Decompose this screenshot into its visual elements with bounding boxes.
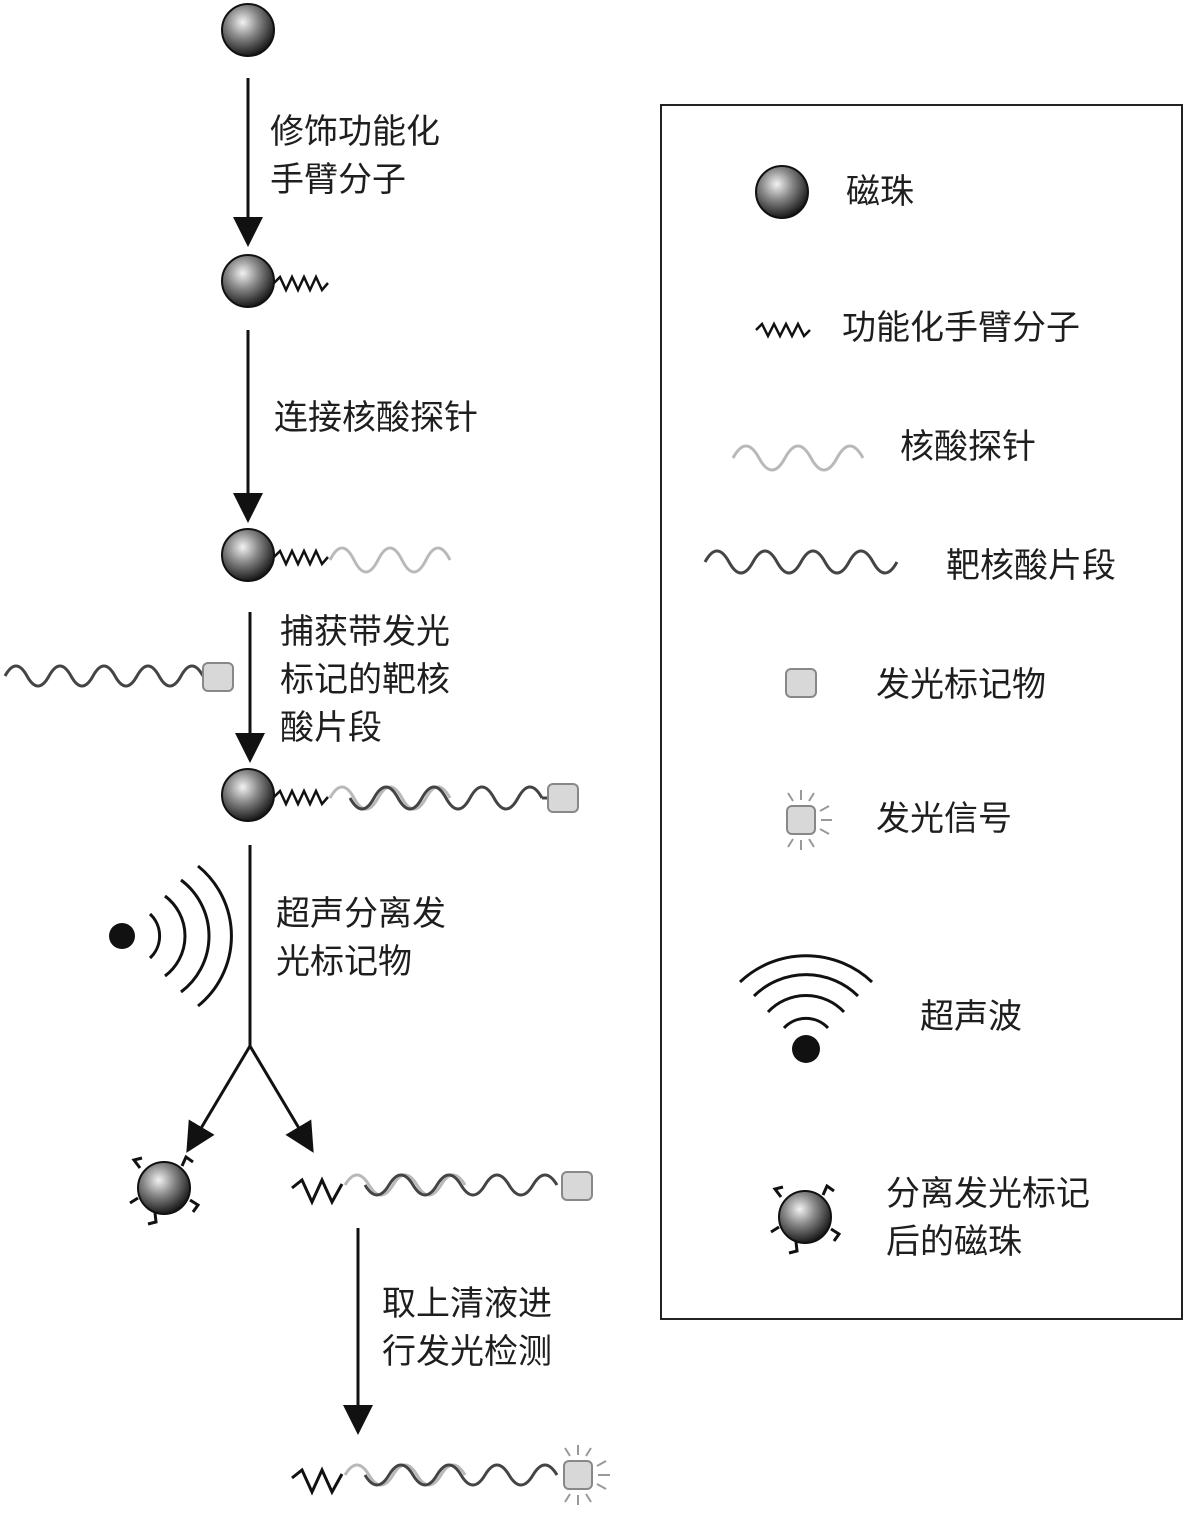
magnetic-bead bbox=[221, 768, 275, 822]
flow-arrow bbox=[248, 1045, 314, 1153]
step-1-label: 修饰功能化手臂分子 bbox=[270, 112, 440, 200]
legend-ultrasound-icon bbox=[738, 954, 874, 1063]
legend-label-arm: 功能化手臂分子 bbox=[842, 308, 1080, 348]
legend-arm-icon bbox=[755, 321, 811, 339]
target-fragment-icon bbox=[348, 785, 544, 811]
legend-label-target: 靶核酸片段 bbox=[946, 546, 1116, 586]
nucleic-probe-icon bbox=[328, 546, 452, 574]
legend-separated-bead-icon bbox=[770, 1183, 842, 1255]
arm-molecule-icon bbox=[291, 1176, 344, 1206]
separated-bead-icon bbox=[129, 1154, 201, 1226]
luminescent-signal-icon bbox=[563, 1445, 610, 1505]
step-4-label: 超声分离发光标记物 bbox=[276, 894, 446, 982]
magnetic-bead bbox=[221, 254, 275, 308]
luminescent-label-icon bbox=[561, 1171, 593, 1201]
target-fragment-icon bbox=[3, 664, 205, 688]
legend-signal-icon bbox=[786, 790, 832, 850]
luminescent-label-icon bbox=[202, 662, 234, 692]
nucleic-probe-icon bbox=[328, 785, 452, 811]
magnetic-bead bbox=[221, 3, 275, 57]
luminescent-label-icon bbox=[547, 783, 579, 813]
arm-molecule-icon bbox=[273, 788, 329, 807]
legend-probe-icon bbox=[731, 444, 865, 472]
arm-molecule-icon bbox=[273, 274, 329, 293]
legend-target-icon bbox=[703, 549, 899, 575]
step-2-label: 连接核酸探针 bbox=[274, 398, 478, 438]
target-fragment-icon bbox=[363, 1173, 559, 1197]
nucleic-probe-icon bbox=[343, 1463, 467, 1487]
flow-arrow bbox=[186, 1045, 252, 1153]
legend-label-luminescent: 发光标记物 bbox=[876, 665, 1046, 705]
arm-molecule-icon bbox=[273, 548, 329, 567]
legend-label-bead: 磁珠 bbox=[846, 172, 914, 212]
legend-label-ultrasound: 超声波 bbox=[920, 997, 1022, 1037]
ultrasound-source-icon bbox=[109, 923, 135, 949]
legend-label-separated-bead: 分离发光标记后的磁珠 bbox=[886, 1174, 1090, 1262]
legend-label-probe: 核酸探针 bbox=[900, 427, 1036, 467]
legend-label-icon bbox=[785, 668, 817, 698]
magnetic-bead bbox=[221, 528, 275, 582]
legend-label-signal: 发光信号 bbox=[876, 799, 1012, 839]
legend-panel bbox=[660, 104, 1183, 1320]
arm-molecule-icon bbox=[291, 1466, 344, 1496]
target-fragment-icon bbox=[363, 1463, 559, 1487]
ultrasound-wave-icon bbox=[148, 864, 233, 1008]
legend-bead-icon bbox=[755, 165, 809, 219]
step-3-label: 捕获带发光标记的靶核酸片段 bbox=[280, 612, 450, 748]
step-5-label: 取上清液进行发光检测 bbox=[382, 1284, 552, 1372]
nucleic-probe-icon bbox=[343, 1173, 467, 1197]
